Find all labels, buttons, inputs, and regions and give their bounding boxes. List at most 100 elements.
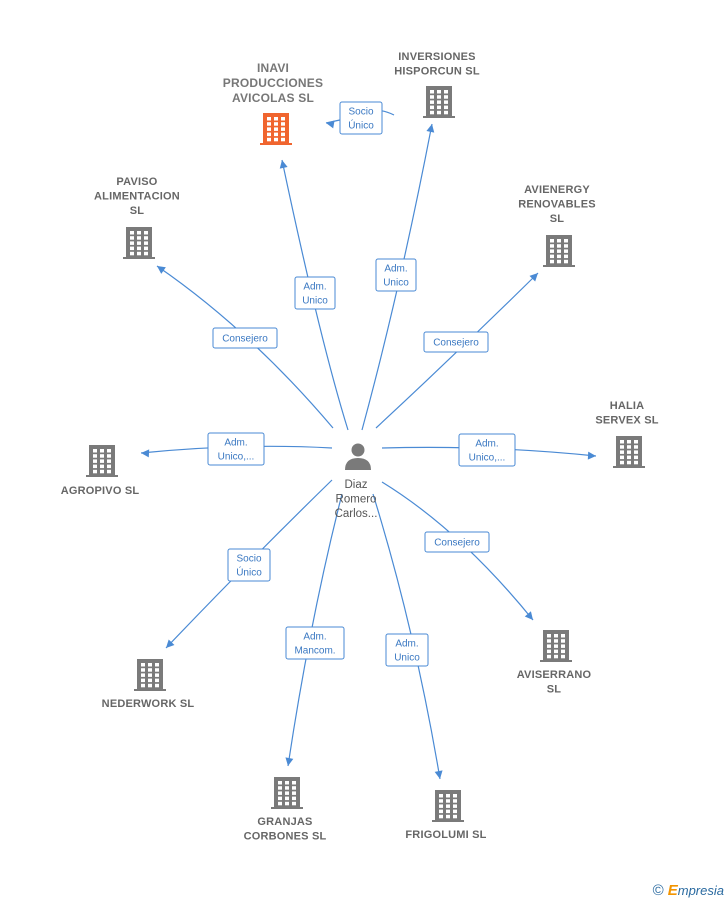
relation-label-text: Adm. Mancom. [294,632,335,657]
company-node-nederwork[interactable]: NEDERWORK SL [102,659,195,710]
brand-logo[interactable]: ©Empresia [653,882,724,899]
building-icon[interactable] [423,86,455,118]
arrowhead-icon [529,273,538,282]
copyright-icon: © [652,882,664,899]
brand-initial: E [667,882,678,899]
relation-label-text-line: Unico,... [218,452,255,463]
relation-label[interactable]: Adm. Unico,... [207,432,265,466]
company-name-line: CORBONES SL [244,831,327,843]
building-icon[interactable] [543,235,575,267]
company-name-line: RENOVABLES [518,199,596,211]
brand-name: mpresia [677,883,724,898]
company-name-line: AVISERRANO [517,669,592,681]
relation-label-text-line: Adm. [224,438,247,449]
building-icon[interactable] [613,436,645,468]
relation-label-text-line: Consejero [434,538,480,549]
company-node-halia[interactable]: HALIA SERVEX SL [595,400,659,468]
company-name-line: SL [550,213,565,225]
building-icon[interactable] [540,630,572,662]
arrowhead-icon [285,757,294,766]
company-node-granjas[interactable]: GRANJAS CORBONES SL [244,777,327,843]
relation-edge-person-inavi[interactable] [279,159,349,431]
person-icon[interactable] [345,443,371,471]
relation-label[interactable]: Adm.Unico,... [458,433,516,467]
relation-label-text: Adm.Unico [383,264,409,289]
relation-edge-person-granjas[interactable] [285,493,343,767]
company-name-line: SERVEX SL [595,415,658,427]
company-node-aviserrano[interactable]: AVISERRANO SL [517,630,592,696]
relation-label-text-line: Adm. [303,282,326,293]
relation-label-text-line: Único [236,566,262,579]
company-name: PAVISO ALIMENTACION SL [94,176,180,217]
company-name-line: FRIGOLUMI SL [405,829,486,841]
arrowhead-icon [326,120,335,129]
building-icon[interactable] [123,227,155,259]
company-name-line: AVICOLAS SL [232,91,314,105]
company-name: NEDERWORK SL [102,698,195,710]
company-name-line: NEDERWORK SL [102,698,195,710]
relation-label-text-line: Mancom. [294,646,335,657]
building-icon[interactable] [271,777,303,809]
company-name-line: HALIA [610,400,645,412]
company-name-line: PAVISO [116,176,157,188]
relation-label[interactable]: Consejero [424,531,490,553]
relation-label[interactable]: Adm.Unico [375,258,417,292]
company-name: AVISERRANO SL [517,669,592,696]
relation-label-text: Consejero [433,338,479,349]
building-icon[interactable] [134,659,166,691]
relation-label-text-line: Socio [348,107,373,118]
arrowhead-icon [157,266,166,274]
relation-label-text-line: Único [348,119,374,132]
arrowhead-icon [524,611,533,620]
building-icon[interactable] [86,445,118,477]
relation-label[interactable]: Consejero [423,331,489,353]
company-name-line: SL [547,684,562,696]
company-name-line: ALIMENTACION [94,191,180,203]
arrowhead-icon [426,124,435,133]
relation-label-text-line: Unico [394,653,420,664]
arrowhead-icon [141,449,150,458]
relation-label-text-line: Unico,... [469,453,506,464]
company-name-line: PRODUCCIONES [223,76,323,90]
company-name: FRIGOLUMI SL [405,829,486,841]
arrowhead-icon [279,160,288,169]
relation-label-text-line: Socio [236,554,261,565]
building-icon[interactable] [260,113,292,145]
relation-label-text: Adm. Unico [302,282,328,307]
company-name: GRANJAS CORBONES SL [244,816,327,843]
company-node-paviso[interactable]: PAVISO ALIMENTACION SL [94,176,180,259]
company-name-line: INVERSIONES [398,51,475,63]
relation-label[interactable]: Consejero [212,327,278,349]
relation-label[interactable]: Adm. Unico [294,276,336,310]
company-name-line: GRANJAS [257,816,312,828]
relation-label[interactable]: Adm.Unico [385,633,429,667]
company-name-line: SL [130,205,145,217]
arrowhead-icon [166,639,175,648]
relation-label-text-line: Unico [302,296,328,307]
relation-label-text: Consejero [434,538,480,549]
company-name-line: AGROPIVO SL [61,485,140,497]
company-node-frigolumi[interactable]: FRIGOLUMI SL [405,790,486,841]
relation-label-text: Adm.Unico [394,639,420,664]
arrowhead-icon [434,770,443,779]
company-node-agropivo[interactable]: AGROPIVO SL [61,445,140,497]
building-icon[interactable] [432,790,464,822]
relation-edge-person-frigolumi[interactable] [372,493,443,780]
person-name-line: Romero [336,494,377,506]
relation-label-text-line: Adm. [303,632,326,643]
relation-label-text-line: Consejero [222,334,268,345]
person-name-line: Diaz [344,479,367,491]
relation-label[interactable]: Adm. Mancom. [285,626,345,660]
company-name: HALIA SERVEX SL [595,400,658,427]
